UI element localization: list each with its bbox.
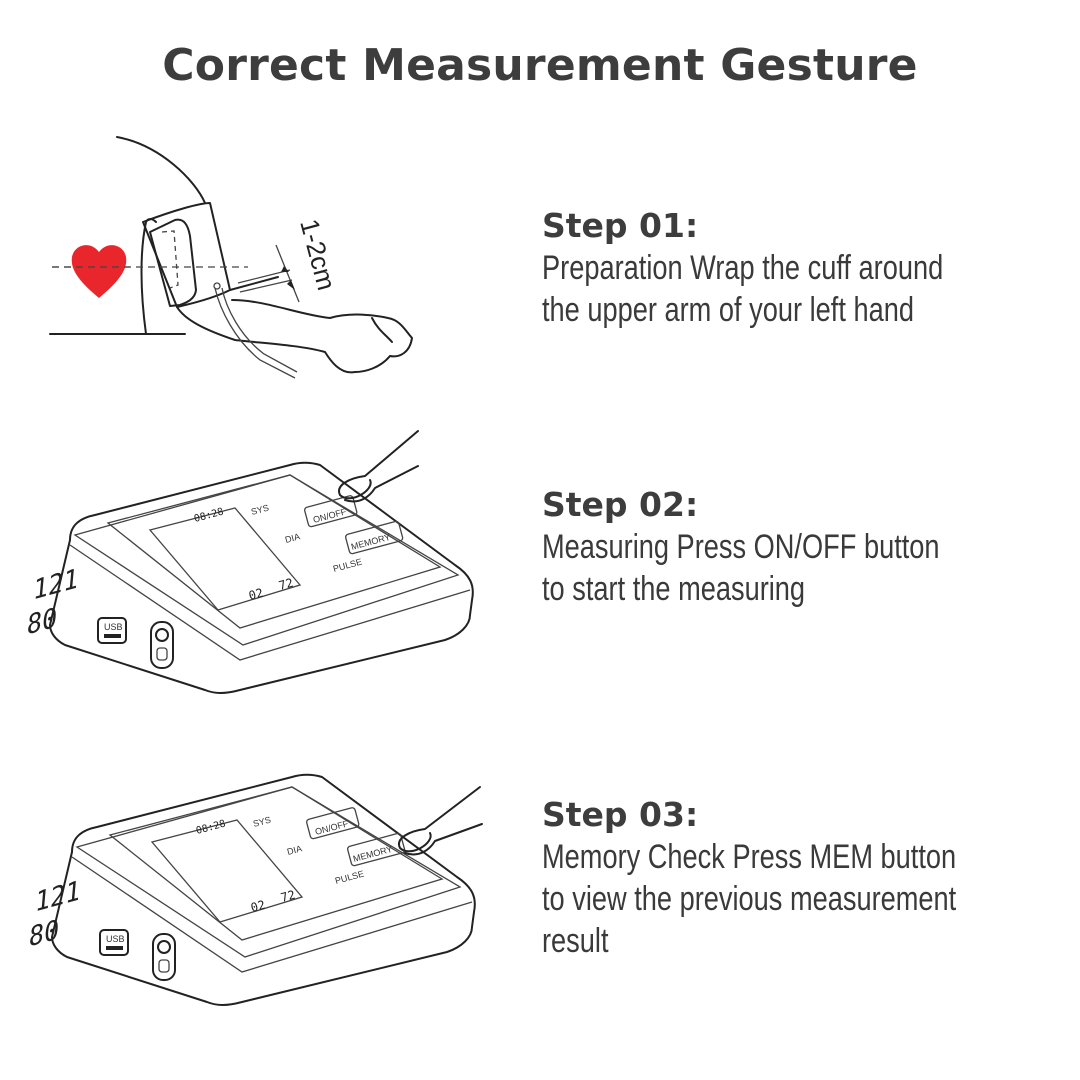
pulse-display: 72	[277, 576, 295, 593]
step-heading: Step 03:	[542, 795, 699, 834]
usb-port: USB	[99, 929, 129, 956]
step-heading: Step 02:	[542, 485, 699, 524]
time-display: 08:28	[195, 818, 227, 836]
step-01: Step 01: Preparation Wrap the cuff aroun…	[542, 205, 1062, 331]
svg-text:USB: USB	[104, 622, 123, 632]
step-heading: Step 01:	[542, 206, 699, 245]
dia-label: DIA	[284, 531, 301, 545]
step-text-line: to start the measuring	[542, 570, 806, 608]
pulse-label: PULSE	[332, 557, 363, 574]
step-text-line: the upper arm of your left hand	[542, 291, 914, 329]
heart-icon	[71, 245, 127, 298]
sys-label: SYS	[250, 503, 270, 517]
svg-text:USB: USB	[106, 934, 125, 944]
pulse-label: PULSE	[334, 869, 365, 886]
arm-cuff-illustration: 1-2cm	[49, 136, 413, 379]
memory-index-display: 02	[247, 586, 265, 603]
memory-index-display: 02	[249, 898, 267, 915]
step-02: Step 02: Measuring Press ON/OFF button t…	[542, 484, 1062, 610]
bp-monitor-onoff-illustration: 08:28 121 80 72 02 SYS DIA PULSE ON/OFF …	[25, 430, 474, 694]
step-text-line: to view the previous measurement	[542, 880, 957, 918]
sys-display: 121	[34, 875, 82, 919]
step-text-line: Preparation Wrap the cuff around	[542, 249, 944, 287]
pulse-display: 72	[279, 888, 297, 905]
page-title: Correct Measurement Gesture	[162, 40, 918, 91]
distance-label: 1-2cm	[294, 216, 342, 294]
dia-label: DIA	[286, 843, 303, 857]
sys-label: SYS	[252, 815, 272, 829]
usb-port: USB	[97, 617, 127, 644]
bp-monitor-memory-illustration: 08:28 121 80 72 02 SYS DIA PULSE ON/OFF …	[27, 773, 483, 1006]
step-text-line: Memory Check Press MEM button	[542, 838, 957, 876]
step-03: Step 03: Memory Check Press MEM button t…	[542, 794, 1062, 962]
step-text-line: result	[542, 922, 609, 960]
sys-display: 121	[32, 563, 80, 607]
step-text-line: Measuring Press ON/OFF button	[542, 528, 940, 566]
power-jack	[152, 933, 176, 981]
power-jack	[150, 621, 174, 669]
time-display: 08:28	[193, 506, 225, 524]
